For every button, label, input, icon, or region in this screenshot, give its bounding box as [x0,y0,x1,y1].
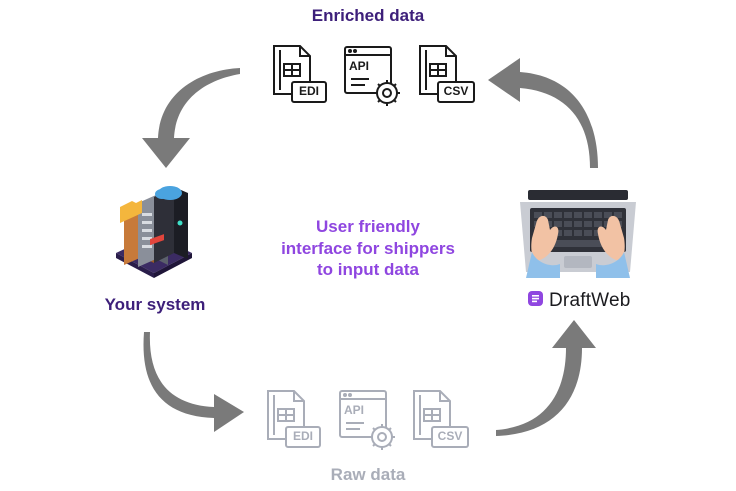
csv-label: CSV [443,84,469,98]
enriched-csv-file-icon: CSV [416,44,478,106]
center-description: User friendly interface for shippers to … [255,216,481,281]
your-system-label: Your system [104,295,206,314]
arrow-laptop-to-enriched [488,58,598,168]
enriched-data-title: Enriched data [311,6,425,25]
raw-edi-file-icon: EDI [264,389,324,451]
raw-csv-file-icon: CSV [410,389,472,451]
draftweb-brand: DraftWeb [528,289,631,313]
api-label: API [349,59,370,73]
arrow-system-to-raw [143,332,244,432]
edi-label: EDI [298,84,319,98]
raw-data-title: Raw data [330,465,406,484]
raw-api-settings-icon: API [338,389,400,451]
arrow-raw-to-laptop [496,320,596,436]
center-line-1: User friendly [316,217,420,236]
csv-label: CSV [437,429,463,443]
arrow-enriched-to-system [142,68,240,168]
server-illustration [112,183,196,284]
draftweb-logo-icon [528,291,543,311]
api-label: API [344,403,365,417]
edi-label: EDI [292,429,313,443]
laptop-illustration [520,190,636,287]
enriched-edi-file-icon: EDI [270,44,330,106]
enriched-api-settings-icon: API [343,45,405,107]
draftweb-name: DraftWeb [549,290,631,311]
center-line-2: interface for shippers [281,238,455,258]
center-line-3: to input data [317,260,419,279]
